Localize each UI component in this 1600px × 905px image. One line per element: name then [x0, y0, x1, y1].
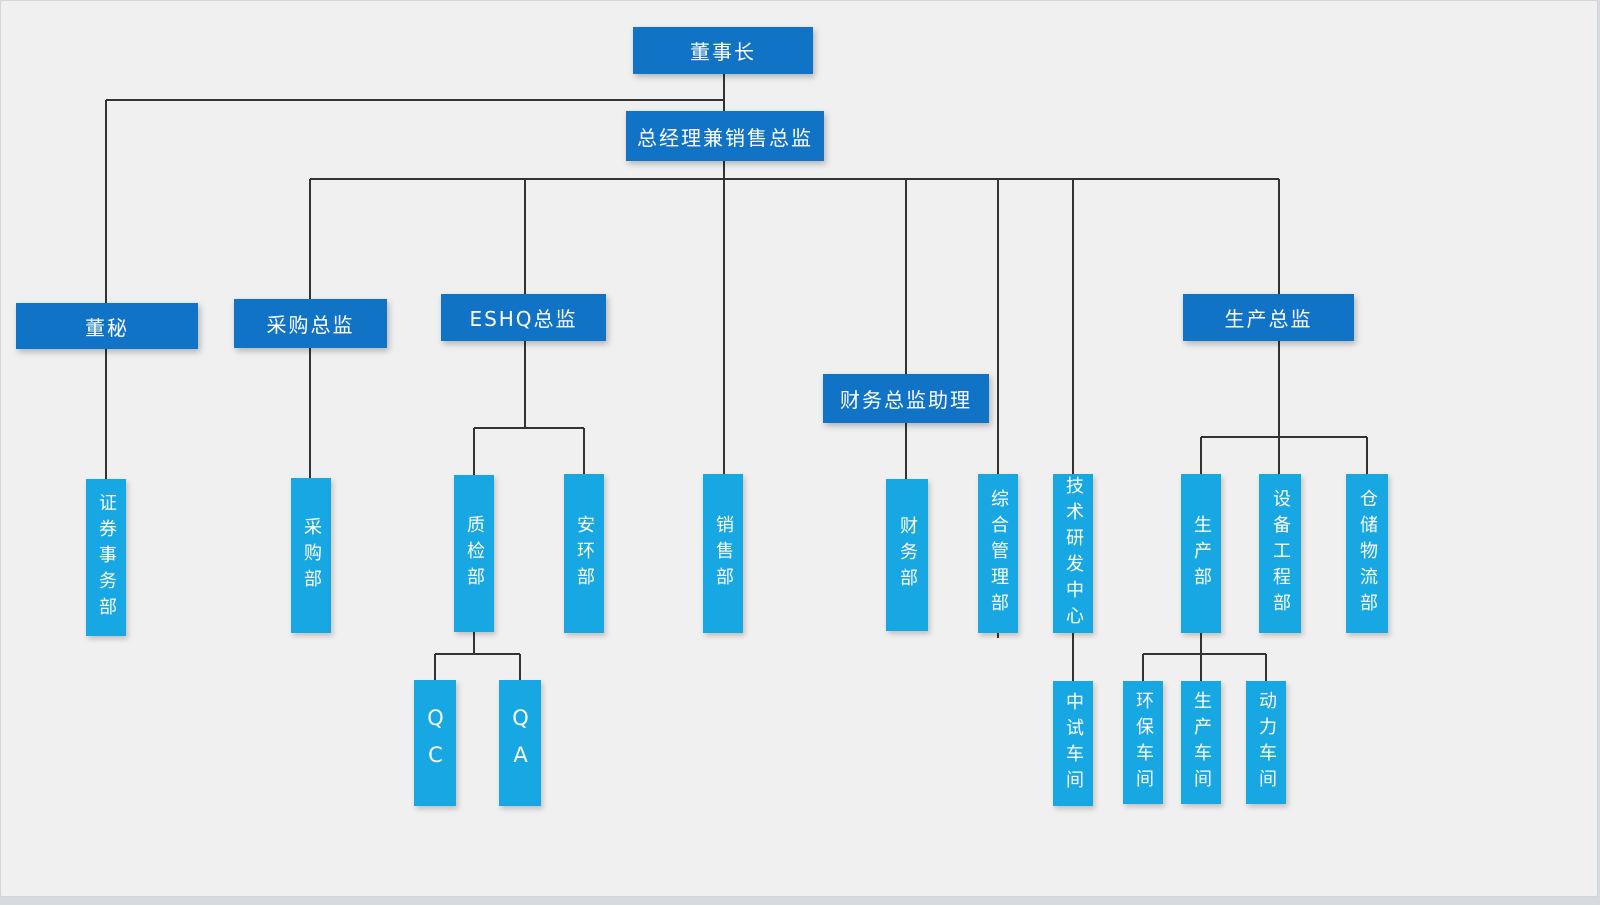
node-finance-director-assistant: 财务总监助理 [823, 374, 989, 423]
node-production-dept: 生产部 [1181, 474, 1221, 633]
node-label: 动力车间 [1256, 690, 1277, 795]
node-label: QC [423, 706, 448, 780]
node-label: 仓储物流部 [1357, 488, 1378, 619]
node-sales-dept: 销售部 [703, 474, 743, 633]
node-label: 环保车间 [1133, 690, 1154, 795]
node-chairman: 董事长 [633, 27, 813, 74]
node-label: 销售部 [713, 514, 734, 593]
node-tech-rd-center: 技术研发中心 [1053, 474, 1093, 633]
node-general-manager: 总经理兼销售总监 [626, 111, 824, 161]
node-label: 安环部 [574, 514, 595, 593]
node-eshq-director: ESHQ总监 [441, 294, 606, 341]
node-warehouse-logistics-dept: 仓储物流部 [1346, 474, 1388, 633]
node-pilot-workshop: 中试车间 [1053, 681, 1093, 806]
node-procurement-dept: 采购部 [291, 478, 331, 633]
node-label: 技术研发中心 [1063, 475, 1084, 632]
node-equipment-engineering-dept: 设备工程部 [1259, 474, 1301, 633]
node-label: 证券事务部 [96, 492, 117, 623]
node-qc: QC [414, 680, 456, 806]
node-label: 生产车间 [1191, 690, 1212, 795]
node-label: 中试车间 [1063, 691, 1084, 796]
node-label: 综合管理部 [988, 488, 1009, 619]
node-environmental-workshop: 环保车间 [1123, 681, 1163, 804]
node-label: 生产部 [1191, 514, 1212, 593]
node-general-admin-dept: 综合管理部 [978, 474, 1018, 633]
node-production-workshop: 生产车间 [1181, 681, 1221, 804]
node-label: QA [508, 706, 533, 780]
node-securities-affairs-dept: 证券事务部 [86, 479, 126, 636]
node-label: 采购部 [301, 516, 322, 595]
node-qa: QA [499, 680, 541, 806]
node-finance-dept: 财务部 [886, 479, 928, 631]
node-safety-environment-dept: 安环部 [564, 474, 604, 633]
node-board-secretary: 董秘 [16, 303, 198, 349]
node-label: 财务部 [897, 516, 918, 594]
node-production-director: 生产总监 [1183, 294, 1354, 341]
node-quality-inspection-dept: 质检部 [454, 475, 494, 632]
node-power-workshop: 动力车间 [1246, 681, 1286, 804]
node-procurement-director: 采购总监 [234, 299, 387, 348]
node-label: 质检部 [464, 514, 485, 593]
node-label: 设备工程部 [1270, 488, 1291, 619]
